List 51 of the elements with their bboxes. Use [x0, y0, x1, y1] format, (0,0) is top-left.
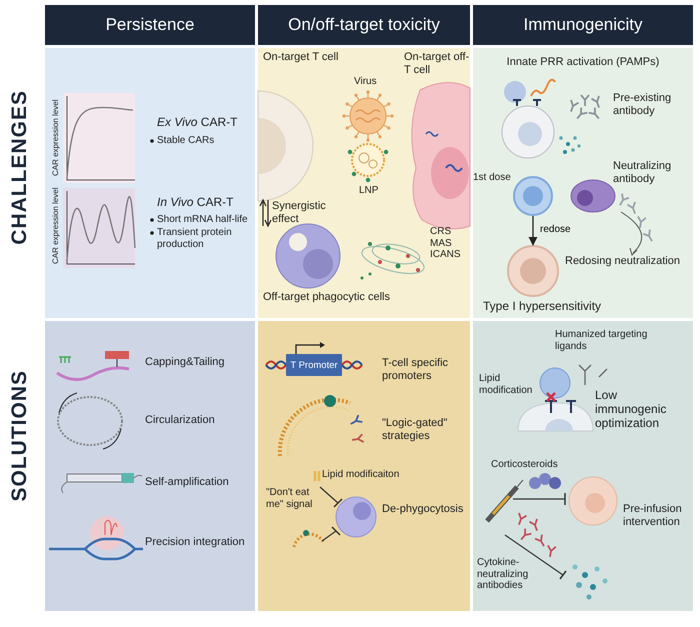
bullet-text: Transient protein production	[157, 227, 233, 250]
method-label: Pre-infusion intervention	[623, 503, 683, 528]
chart-title: In Vivo CAR-T	[157, 196, 234, 210]
ligand-label: Humanized targeting ligands	[555, 329, 648, 352]
axis-label: CAR expression level	[51, 190, 60, 264]
row-label: SOLUTIONS	[8, 370, 32, 502]
cell-drawing	[513, 176, 553, 216]
process-label: Redosing neutralization	[565, 255, 681, 268]
chart-title: Ex Vivo CAR-T	[157, 116, 238, 130]
method-label: T-cell specific promoters	[382, 357, 450, 382]
effect-label: Synergistic effect	[272, 200, 327, 226]
antibody-label: Pre-existing antibody	[613, 92, 672, 118]
panel	[45, 321, 255, 611]
arrow	[528, 216, 538, 246]
antibody-label: Cytokine-neutralizing antibodies	[477, 557, 530, 592]
method-label: Low immunogenic optimization	[595, 389, 668, 430]
method-label: Capping&Tailing	[145, 356, 226, 369]
cell-drawing	[507, 245, 559, 297]
section-heading: Innate PRR activation (PAMPs)	[506, 56, 660, 69]
bullet-text: Short mRNA half-life	[157, 214, 249, 226]
panel	[258, 321, 470, 611]
method-label: Circularization	[145, 414, 216, 427]
cell-label: Type I hypersensitivity	[483, 300, 602, 314]
cell-label: 1st dose	[473, 172, 512, 184]
particle-label: Virus	[354, 76, 378, 88]
method-label: Self-amplification	[145, 476, 230, 489]
panel	[473, 321, 693, 611]
column-header: On/off-target toxicity	[258, 5, 470, 45]
bullet-text: Stable CARs	[157, 135, 216, 146]
method-label: "Logic-gated" strategies	[382, 417, 448, 442]
promoter-box: T Promoter	[286, 354, 342, 376]
signal-label: "Don't eat me" signal	[266, 487, 314, 510]
cell-label: Off-target phagocytic cells	[263, 291, 391, 304]
cell-label: On-target off-T cell	[404, 51, 470, 76]
panel	[45, 48, 255, 318]
cell-label: On-target T cell	[263, 51, 340, 64]
syndrome-list: CRS MAS ICANS	[430, 226, 466, 260]
lipid-label: Lipid modificaiton	[322, 469, 400, 480]
drug-label: Corticosteroids	[491, 459, 559, 470]
method-label: De-phygocytosis	[382, 503, 464, 516]
axis-label: CAR expression level	[51, 98, 60, 178]
column-header: Immunogenicity	[473, 5, 693, 45]
panel	[258, 48, 470, 318]
column-header: Persistence	[45, 5, 255, 45]
lipid-label: Lipid modification	[479, 373, 534, 396]
antibody-label: Neutralizing antibody	[613, 160, 672, 186]
row-label: CHALLENGES	[8, 90, 32, 245]
panel	[473, 48, 693, 318]
edge-label: redose	[538, 224, 573, 234]
particle-label: LNP	[359, 185, 380, 196]
method-label: Precision integration	[145, 536, 246, 549]
